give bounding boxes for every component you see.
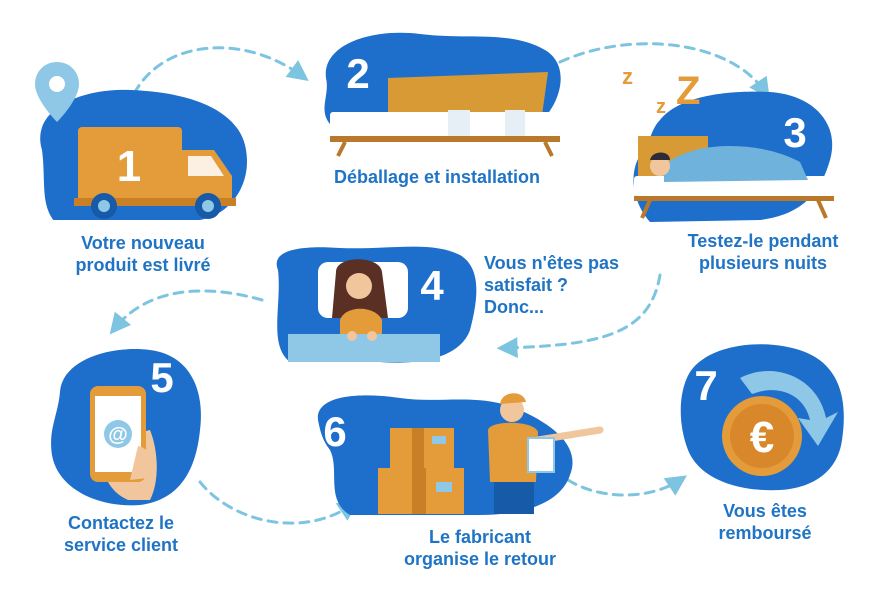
step-6-number: 6 bbox=[323, 408, 346, 455]
bed-unpacking-icon bbox=[330, 72, 560, 157]
arrow-5-to-6 bbox=[198, 480, 359, 525]
step-4-number: 4 bbox=[420, 262, 444, 309]
zzz-icon: z z Z bbox=[622, 64, 700, 118]
delivery-truck-icon bbox=[74, 127, 236, 219]
svg-text:z: z bbox=[656, 96, 666, 118]
step-6: 6 bbox=[317, 393, 604, 515]
step-3: 3 z z Z bbox=[622, 64, 834, 222]
step-3-number: 3 bbox=[783, 109, 806, 156]
arrow-1-to-2 bbox=[126, 46, 309, 110]
step-4-label: Vous n'êtes pas satisfait ? Donc... bbox=[484, 253, 619, 317]
step-1: 1 bbox=[28, 62, 250, 222]
unhappy-woman-bed-icon bbox=[288, 259, 440, 362]
step-2: 2 bbox=[324, 32, 561, 157]
location-pin-icon bbox=[35, 62, 79, 122]
sleeping-person-icon bbox=[634, 136, 834, 219]
step-7-label: Vous êtes remboursé bbox=[718, 501, 812, 543]
euro-icon: € bbox=[750, 413, 774, 462]
svg-text:z: z bbox=[622, 64, 633, 89]
flow-arrows bbox=[109, 42, 770, 525]
step-5-number: 5 bbox=[150, 354, 173, 401]
step-7: 7 € bbox=[680, 344, 844, 491]
step-5: 5 @ bbox=[51, 349, 201, 506]
courier-boxes-icon bbox=[378, 393, 604, 514]
step-1-number: 1 bbox=[117, 142, 141, 191]
arrow-2-to-3 bbox=[558, 42, 770, 99]
step-2-label: Déballage et installation bbox=[333, 167, 541, 187]
step-3-label: Testez-le pendant plusieurs nuits bbox=[687, 231, 839, 273]
smartphone-email-icon: @ bbox=[90, 386, 157, 500]
step-4: 4 bbox=[276, 246, 477, 363]
arrow-4-to-5 bbox=[109, 289, 264, 335]
step-2-number: 2 bbox=[346, 50, 369, 97]
arrow-3-to-4 bbox=[496, 273, 662, 359]
step-6-label: Le fabricant organise le retour bbox=[403, 527, 557, 569]
svg-text:Z: Z bbox=[676, 69, 700, 113]
arrow-6-to-7 bbox=[566, 475, 687, 497]
step-5-label: Contactez le service client bbox=[63, 513, 179, 555]
step-1-label: Votre nouveau produit est livré bbox=[75, 233, 211, 275]
euro-refund-icon: € bbox=[722, 371, 838, 476]
step-7-number: 7 bbox=[694, 362, 717, 409]
at-sign-icon: @ bbox=[108, 424, 128, 446]
